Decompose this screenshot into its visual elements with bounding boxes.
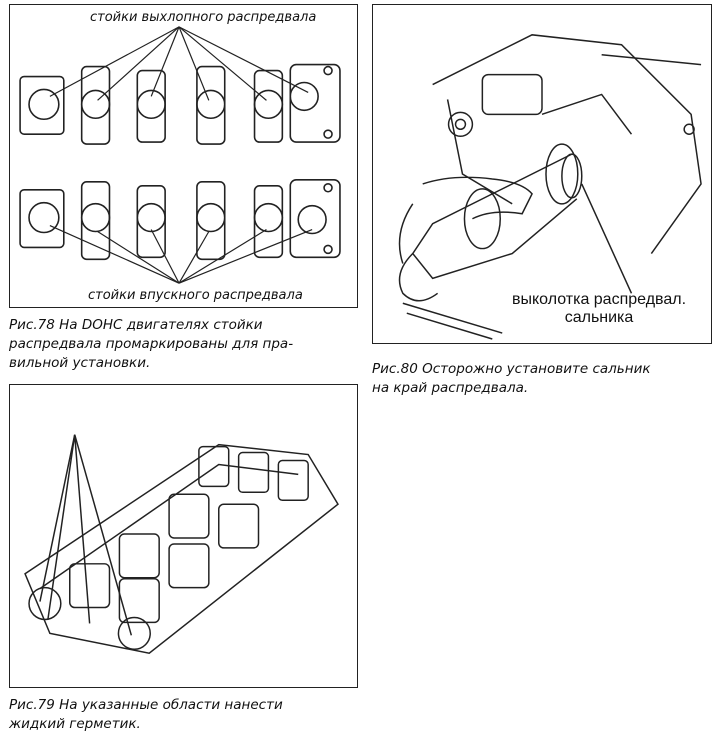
fig80-callout: выколотка распредвал. сальника bbox=[485, 291, 713, 327]
fig80-callout-line2: сальника bbox=[564, 309, 634, 326]
fig79-panel bbox=[9, 384, 358, 688]
fig80-seal-driver-illustration bbox=[398, 34, 702, 340]
fig78-caption-line2: распредвала промаркированы для пра- bbox=[9, 336, 294, 352]
fig79-caption-line2: жидкий герметик. bbox=[9, 716, 141, 732]
fig79-caption: Рис.79 На указанные области нанести жидк… bbox=[9, 696, 364, 734]
fig80-caption-line1: Рис.80 Осторожно установите сальник bbox=[372, 361, 651, 377]
fig78-caption: Рис.78 На DOHC двигателях стойки распред… bbox=[9, 316, 364, 373]
fig80-panel: выколотка распредвал. сальника bbox=[372, 4, 712, 344]
fig79-cylinder-head-illustration bbox=[24, 434, 339, 655]
fig78-caption-line3: вильной установки. bbox=[9, 355, 151, 371]
fig80-caption: Рис.80 Осторожно установите сальник на к… bbox=[372, 360, 717, 398]
fig79-caption-line1: Рис.79 На указанные области нанести bbox=[9, 697, 283, 713]
fig80-callout-line1: выколотка распредвал. bbox=[511, 291, 687, 308]
fig78-label-intake: стойки впускного распредвала bbox=[88, 288, 303, 303]
fig78-caption-line1: Рис.78 На DOHC двигателях стойки bbox=[9, 317, 263, 333]
fig80-caption-line2: на край распредвала. bbox=[372, 380, 529, 396]
fig78-cam-caps-illustration bbox=[19, 26, 341, 284]
fig78-label-exhaust: стойки выхлопного распредвала bbox=[90, 10, 317, 25]
fig78-panel: стойки выхлопного распредвала стойки впу… bbox=[9, 4, 358, 308]
